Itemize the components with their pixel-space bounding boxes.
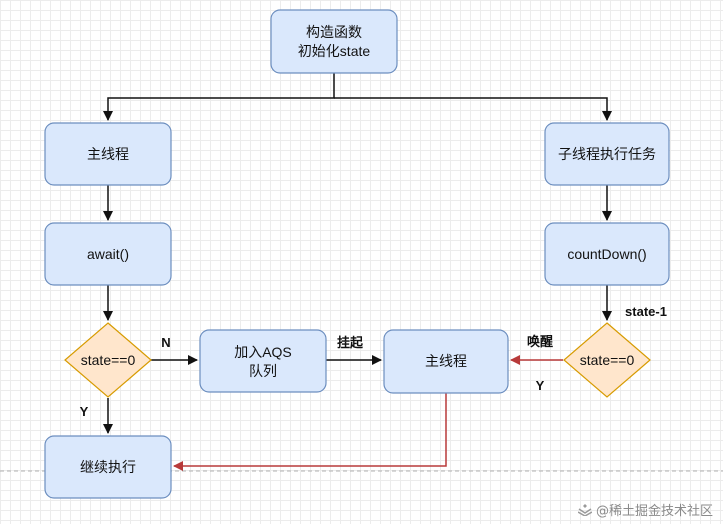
watermark-text: @稀土掘金技术社区 [595,504,713,519]
decision-diamond [563,322,651,398]
node-box [199,329,327,393]
node-label-line2: 队列 [249,363,277,379]
node-main-thread-left: 主线程 [44,122,172,186]
node-label: 子线程执行任务 [558,146,656,162]
edge-label-suspend: 挂起 [337,335,364,350]
edge-label-no: N [161,335,170,350]
watermark: @稀土掘金技术社区 [577,500,713,519]
node-countdown: countDown() [544,222,670,286]
node-state-check-right: state==0 [563,322,651,398]
node-box [544,122,670,186]
node-label: state==0 [81,352,136,368]
node-box [44,222,172,286]
node-label: countDown() [567,246,646,262]
node-box [383,329,509,394]
edge-label-wake-up: 唤醒 [527,334,553,349]
node-main-thread-center: 主线程 [383,329,509,394]
node-enqueue-aqs: 加入AQS 队列 [199,329,327,393]
edge-label-state-minus-one: state-1 [625,304,667,319]
node-box [544,222,670,286]
node-label: 主线程 [425,353,467,369]
node-label: 主线程 [87,146,129,162]
edge-label-yes-left: Y [80,404,89,419]
edge-main-thread-to-continue [173,393,447,471]
node-await: await() [44,222,172,286]
node-label-line1: 加入AQS [234,344,292,360]
node-box [270,9,398,74]
node-box [44,122,172,186]
edge-constructor-to-main-thread [103,73,335,121]
node-constructor: 构造函数 初始化state [270,9,398,74]
node-continue-exec: 继续执行 [44,435,172,499]
decision-diamond [64,322,152,398]
node-label-line2: 初始化state [298,43,371,59]
edge-constructor-to-child-thread [334,97,612,121]
node-label: 继续执行 [80,459,136,475]
node-state-check-left: state==0 [64,322,152,398]
edges [103,73,612,471]
juejin-logo-icon [577,503,592,516]
node-label-line1: 构造函数 [306,24,362,40]
node-label: state==0 [580,352,635,368]
node-child-thread: 子线程执行任务 [544,122,670,186]
edge-label-yes-right: Y [536,378,545,393]
node-label: await() [87,246,129,262]
node-box [44,435,172,499]
